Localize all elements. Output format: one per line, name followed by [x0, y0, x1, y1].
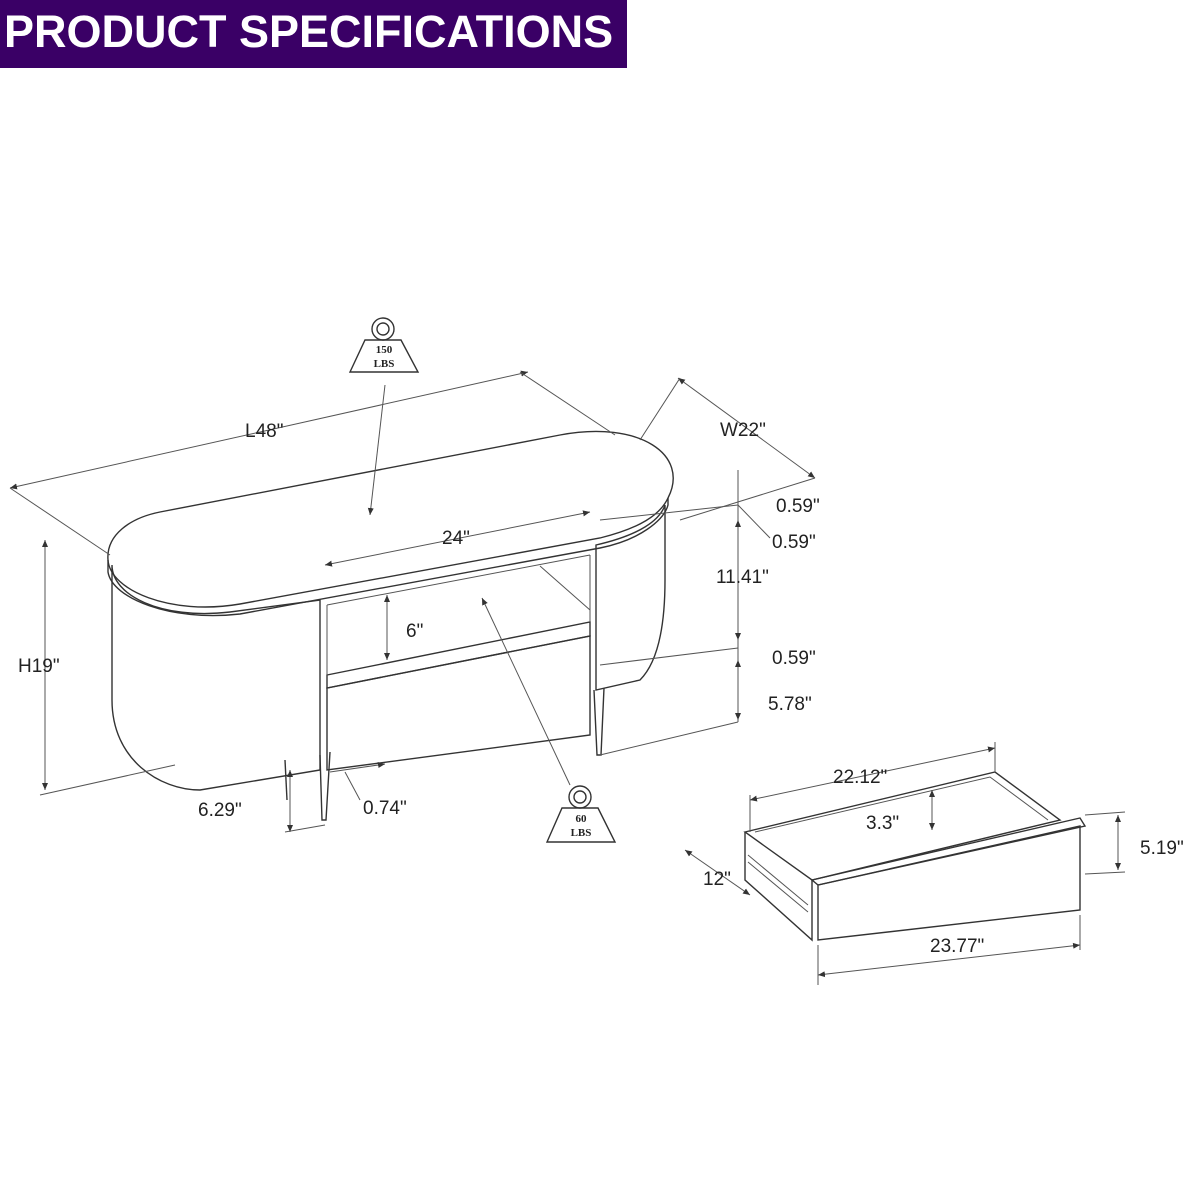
height-label: H19": [18, 656, 60, 677]
top-thickness-label: 0.59": [776, 496, 820, 517]
length-label: L48": [245, 421, 283, 442]
svg-text:LBS: LBS: [374, 358, 395, 370]
coffee-table-drawing: [107, 430, 674, 821]
left-fluted-body: [111, 564, 321, 791]
drawer-drawing: [743, 771, 1087, 942]
shelf-thickness-label: 0.59": [772, 648, 816, 669]
right-fluted-body: [595, 504, 666, 691]
leg-height-label: 6.29": [198, 800, 242, 821]
table-dimension-lines: [9, 370, 816, 833]
top-gap-label: 0.59": [772, 532, 816, 553]
drawer-outer-width-label: 23.77": [930, 936, 984, 957]
leg-diameter-label: 0.74": [363, 798, 407, 819]
shelf-height-label: 11.41": [716, 567, 769, 588]
weight-icon-60: 60 LBS: [545, 785, 617, 843]
header-banner: PRODUCT SPECIFICATIONS: [0, 0, 627, 68]
opening-height-label: 6": [406, 621, 423, 642]
drawer-inner-width-label: 22.12": [833, 767, 887, 788]
svg-text:60: 60: [576, 813, 588, 825]
drawer-height-label: 5.19": [1140, 838, 1184, 859]
page-title: PRODUCT SPECIFICATIONS: [4, 6, 614, 57]
drawer-inner-depth-label: 3.3": [866, 813, 899, 834]
drawer-front: [326, 635, 591, 771]
drawer-depth-label: 12": [703, 869, 731, 890]
drawer-dimension-lines: [684, 742, 1126, 985]
opening-width-label: 24": [442, 528, 470, 549]
drawer-fluted-front: [817, 825, 1081, 941]
shelf-opening: [326, 554, 591, 675]
weight-icon-150: 150 LBS: [348, 317, 420, 373]
legs: [284, 687, 605, 821]
width-label: W22": [720, 420, 766, 441]
svg-text:LBS: LBS: [571, 827, 592, 839]
table-top: [107, 430, 674, 608]
svg-text:150: 150: [376, 344, 393, 356]
leg-clearance-label: 5.78": [768, 694, 812, 715]
